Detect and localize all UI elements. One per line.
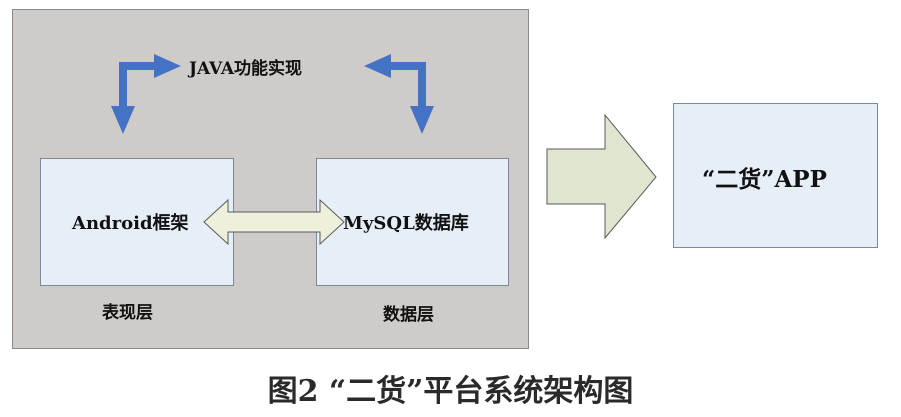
- java-label: JAVA功能实现: [189, 59, 303, 79]
- mysql-database-box: [316, 158, 509, 286]
- presentation-layer-label: 表现层: [102, 303, 153, 323]
- android-framework-box: [40, 158, 234, 286]
- figure-caption: 图2 “二货”平台系统架构图: [267, 374, 634, 409]
- mysql-database-label: MySQL数据库: [343, 213, 469, 234]
- app-label: “二货”APP: [702, 166, 827, 193]
- right-elbow-arrow: [364, 54, 434, 134]
- android-framework-label: Android框架: [72, 213, 189, 234]
- app-box: [673, 103, 878, 248]
- left-elbow-arrow: [111, 54, 181, 134]
- double-headed-arrow: [203, 198, 345, 246]
- data-layer-label: 数据层: [383, 305, 434, 325]
- big-block-arrow: [546, 113, 657, 240]
